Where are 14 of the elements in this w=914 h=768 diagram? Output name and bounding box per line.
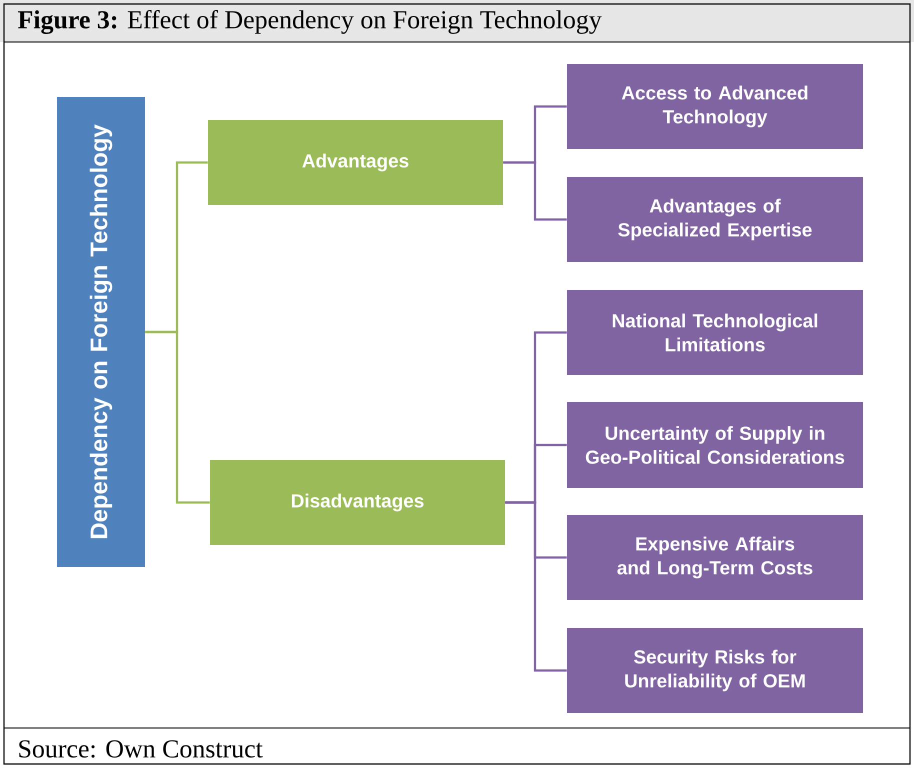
item-box: Security Risks for Unreliability of OEM xyxy=(567,628,863,713)
connector-line xyxy=(145,330,210,504)
connector-line xyxy=(505,501,567,672)
topic-box: Dependency on Foreign Technology xyxy=(57,97,145,567)
item-box: National Technological Limitations xyxy=(567,290,863,375)
figure-title: Figure 3: Effect of Dependency on Foreign Technology xyxy=(18,10,602,34)
connector-line xyxy=(503,161,567,221)
source-note: Source: Own Construct xyxy=(19,740,263,758)
category-box: Disadvantages xyxy=(210,460,505,545)
item-box: Expensive Affairs and Long-Term Costs xyxy=(567,514,863,600)
category-box: Advantages xyxy=(208,120,503,205)
item-box: Uncertainty of Supply in Geo-Political Considerations xyxy=(567,402,863,488)
item-box: Advantages of Specialized Expertise xyxy=(567,176,863,262)
item-box: Access to Advanced Technology xyxy=(567,64,863,149)
